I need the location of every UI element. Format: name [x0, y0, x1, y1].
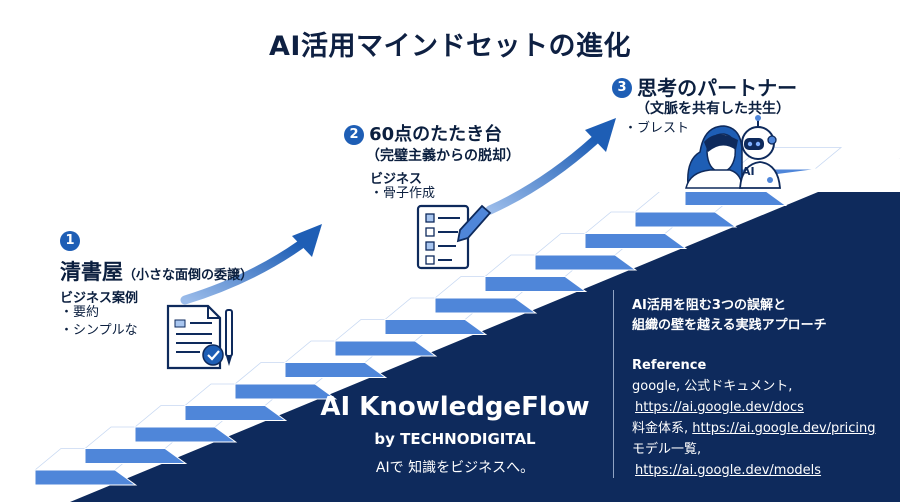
stair-riser — [584, 233, 688, 249]
reference-line-docs: google, 公式ドキュメント, — [632, 379, 793, 394]
growth-arrow-2 — [485, 135, 600, 215]
stair-riser — [634, 211, 738, 228]
step-1-bullets: ・要約 ・シンプルな — [60, 304, 138, 340]
step-3-bullets: ・ブレスト — [624, 120, 689, 138]
reference-line-pricing: 料金体系, https://ai.google.dev/pricing — [632, 418, 876, 439]
reference-link-pricing[interactable]: https://ai.google.dev/pricing — [692, 421, 876, 436]
list-item: ・シンプルな — [60, 323, 138, 338]
stair-riser — [134, 426, 238, 443]
growth-arrow-2-head — [585, 118, 616, 152]
step-2-bullets: ・骨子作成 — [370, 185, 435, 203]
step-2-category: ビジネス — [370, 172, 423, 187]
stair-riser — [84, 448, 188, 464]
step-number: 3 — [612, 78, 632, 98]
brand-name: AI KnowledgeFlow — [320, 392, 590, 422]
stair-riser — [234, 383, 338, 400]
brand-byline: by TECHNODIGITAL — [374, 430, 536, 448]
brand-tagline: AIで 知識をビジネスへ。 — [375, 460, 535, 476]
robot-ai-label: AI — [742, 165, 755, 178]
reference-label: Reference — [632, 358, 707, 373]
document-check-icon — [166, 304, 233, 370]
step-1-title: 清書屋 — [60, 260, 123, 284]
stair-riser — [384, 319, 488, 335]
vertical-divider — [613, 290, 614, 478]
step-1-category: ビジネス案例 — [60, 291, 139, 306]
stair-riser — [34, 469, 138, 486]
reference-link-models[interactable]: https://ai.google.dev/models — [635, 463, 822, 478]
step-number: 2 — [344, 124, 364, 145]
step-1-badge: 1 — [60, 229, 80, 251]
growth-arrow-1-head — [292, 224, 322, 257]
stair-riser — [284, 362, 388, 378]
step-2-heading: 2 60点のたたき台 — [344, 120, 502, 146]
stair-riser — [534, 254, 638, 271]
reference-panel: AI活用を阻む3つの誤解と 組織の壁を越える実践アプローチ Reference … — [632, 296, 876, 481]
reference-line-models: モデル一覧, — [632, 442, 702, 457]
step-3-heading: 3 思考のパートナー — [612, 72, 797, 101]
stair-riser — [434, 297, 538, 314]
stair-riser — [184, 405, 288, 421]
growth-arrow-1 — [180, 240, 305, 305]
step-1-subtitle: （小さな面倒の委譲） — [123, 268, 254, 283]
page-title: AI活用マインドセットの進化 — [269, 31, 631, 62]
checklist-pencil-icon — [416, 204, 492, 270]
step-1-heading: 清書屋（小さな面倒の委譲） — [60, 256, 253, 286]
list-item: ・骨子作成 — [370, 186, 436, 201]
stair-riser — [484, 276, 588, 292]
stair-riser — [684, 190, 788, 206]
list-item: ・要約 — [60, 305, 100, 320]
list-item: ・ブレスト — [624, 121, 690, 136]
reference-pricing-label: 料金体系, — [632, 421, 693, 436]
step-number: 1 — [60, 231, 80, 251]
step-3-subtitle: （文脈を共有した共生） — [636, 101, 790, 117]
stairs-group — [33, 147, 900, 486]
reference-link-docs[interactable]: https://ai.google.dev/docs — [635, 400, 804, 415]
step-2-subtitle: （完璧主義からの脱却） — [366, 148, 520, 164]
stair-riser — [334, 340, 438, 357]
info-heading-line-1: AI活用を阻む3つの誤解と — [632, 298, 786, 313]
step-3-title: 思考のパートナー — [637, 76, 798, 100]
info-heading-line-2: 組織の壁を越える実践アプローチ — [632, 318, 827, 333]
human-ai-partner-icon — [685, 115, 781, 189]
step-2-title: 60点のたたき台 — [369, 124, 503, 145]
